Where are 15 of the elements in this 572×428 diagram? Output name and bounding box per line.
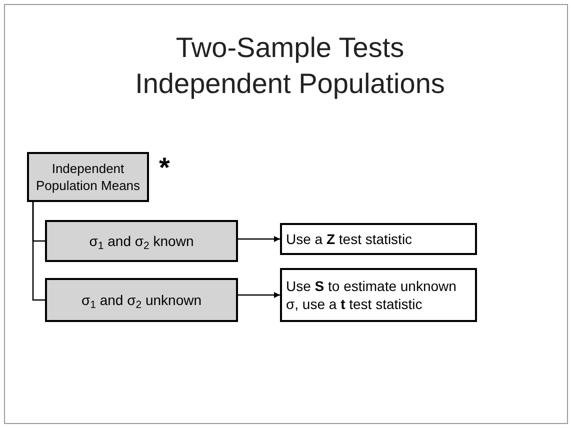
arrow [238, 292, 280, 298]
result-box [280, 268, 477, 322]
node-text: Independent Population Means [34, 160, 142, 194]
arrow [238, 236, 280, 242]
title: Two-Sample Tests Independent Populations [134, 31, 446, 101]
category-box [45, 220, 238, 262]
node-text: Use a Z test statistic [286, 230, 412, 248]
category-box [27, 152, 149, 202]
category-box [45, 278, 238, 322]
result-box [280, 223, 477, 255]
connector-line [32, 202, 45, 301]
node-text: Use S to estimate unknown σ, use at test statistic [286, 277, 458, 313]
footnote-mark: * [159, 154, 170, 182]
node-text: σ$_{1}$ and σ$_{2}$ unknown [81, 291, 202, 309]
node-text: σ$_{1}$ and σ$_{2}$ known [89, 232, 194, 250]
